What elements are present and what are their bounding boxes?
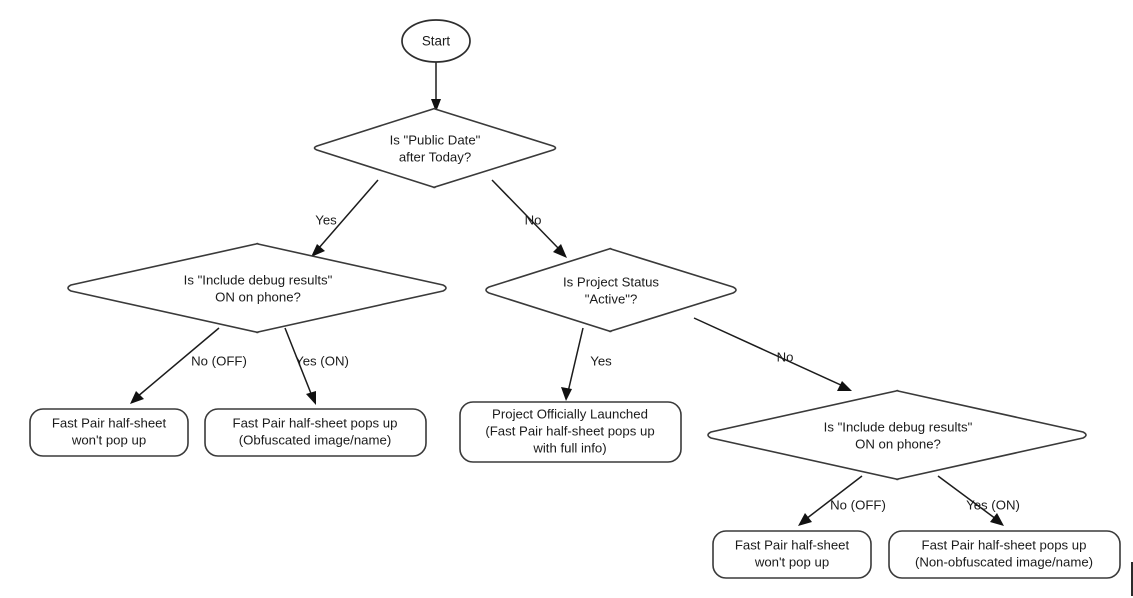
node-result-right-on-line1: Fast Pair half-sheet pops up bbox=[922, 537, 1087, 552]
node-start-label: Start bbox=[422, 34, 451, 49]
node-result-launched-line2: (Fast Pair half-sheet pops up bbox=[485, 423, 654, 438]
node-result-right-off[interactable]: Fast Pair half-sheet won't pop up bbox=[712, 530, 872, 579]
node-result-left-on-line2: (Obfuscated image/name) bbox=[239, 432, 391, 447]
node-result-right-off-line2: won't pop up bbox=[754, 554, 829, 569]
node-result-left-off-line2: won't pop up bbox=[71, 432, 146, 447]
node-result-launched-line3: with full info) bbox=[532, 440, 606, 455]
node-decision-debug-right-line2: ON on phone? bbox=[855, 436, 941, 451]
node-start[interactable]: Start bbox=[401, 19, 471, 63]
edge-label-debug-left-no: No (OFF) bbox=[191, 353, 247, 368]
edge-label-debug-left-yes: Yes (ON) bbox=[295, 353, 349, 368]
edge-label-project-status-yes: Yes bbox=[590, 353, 612, 368]
node-decision-public-date-line1: Is "Public Date" bbox=[390, 132, 481, 147]
node-decision-project-status[interactable]: Is Project Status "Active"? bbox=[485, 247, 737, 333]
node-decision-debug-left-line1: Is "Include debug results" bbox=[184, 272, 333, 287]
node-result-right-off-line1: Fast Pair half-sheet bbox=[735, 537, 850, 552]
node-decision-project-status-line1: Is Project Status bbox=[563, 274, 659, 289]
edge-project-status-yes bbox=[561, 327, 584, 401]
node-decision-public-date[interactable]: Is "Public Date" after Today? bbox=[313, 107, 557, 189]
edge-public-date-no bbox=[491, 179, 567, 258]
node-decision-project-status-line2: "Active"? bbox=[585, 291, 638, 306]
edge-label-public-date-no: No bbox=[525, 212, 542, 227]
node-result-left-on-line1: Fast Pair half-sheet pops up bbox=[233, 415, 398, 430]
node-result-left-on[interactable]: Fast Pair half-sheet pops up (Obfuscated… bbox=[204, 408, 427, 457]
node-result-launched[interactable]: Project Officially Launched (Fast Pair h… bbox=[459, 401, 682, 463]
edge-label-project-status-no: No bbox=[777, 349, 794, 364]
edge-project-status-no bbox=[693, 317, 852, 391]
edge-debug-left-no bbox=[130, 327, 220, 404]
node-result-left-off-line1: Fast Pair half-sheet bbox=[52, 415, 167, 430]
edge-label-debug-right-yes: Yes (ON) bbox=[966, 497, 1020, 512]
node-decision-debug-left[interactable]: Is "Include debug results" ON on phone? bbox=[67, 242, 447, 334]
node-result-launched-line1: Project Officially Launched bbox=[492, 406, 648, 421]
edge-debug-right-yes bbox=[937, 475, 1004, 526]
node-result-left-off[interactable]: Fast Pair half-sheet won't pop up bbox=[29, 408, 189, 457]
page-edge-rule bbox=[1131, 562, 1133, 596]
node-result-right-on[interactable]: Fast Pair half-sheet pops up (Non-obfusc… bbox=[888, 530, 1121, 579]
edge-debug-right-no bbox=[798, 475, 863, 526]
edge-label-debug-right-no: No (OFF) bbox=[830, 497, 886, 512]
node-decision-debug-right-line1: Is "Include debug results" bbox=[824, 419, 973, 434]
edge-label-public-date-yes: Yes bbox=[315, 212, 337, 227]
node-decision-debug-left-line2: ON on phone? bbox=[215, 289, 301, 304]
edge-start-to-public-date bbox=[431, 62, 441, 112]
node-decision-debug-right[interactable]: Is "Include debug results" ON on phone? bbox=[707, 389, 1087, 481]
node-result-right-on-line2: (Non-obfuscated image/name) bbox=[915, 554, 1093, 569]
node-decision-public-date-line2: after Today? bbox=[399, 149, 471, 164]
edge-public-date-yes bbox=[311, 179, 379, 257]
edge-debug-left-yes bbox=[284, 327, 316, 405]
